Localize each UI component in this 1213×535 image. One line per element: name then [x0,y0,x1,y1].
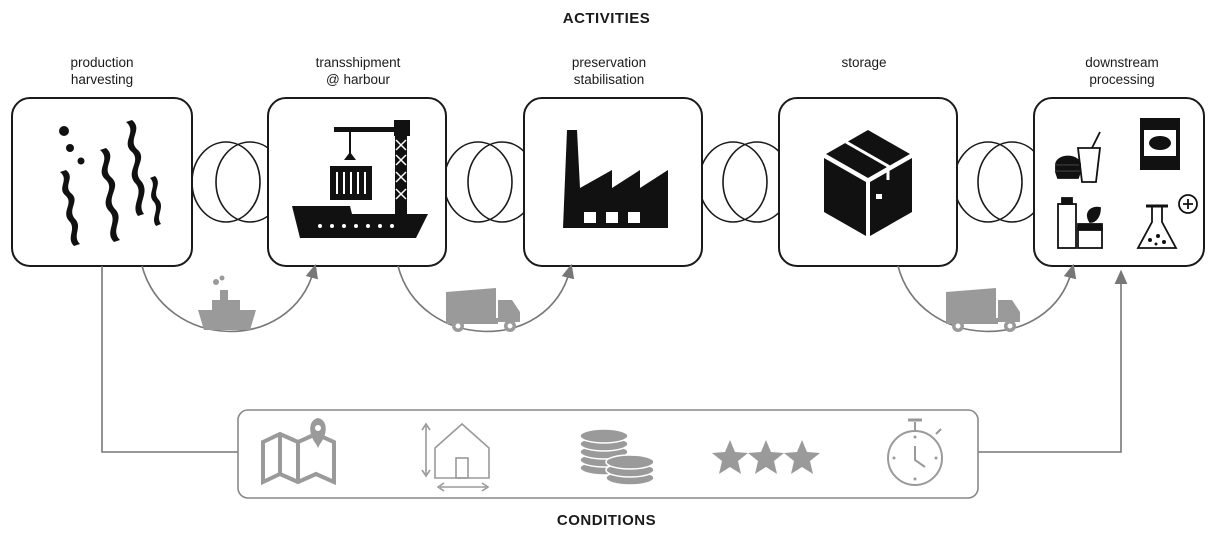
chain-link-3 [698,141,792,223]
crane-ship-icon [292,120,428,238]
box-icon [824,130,912,236]
activity-label-transshipment: transshipment@ harbour [315,55,401,87]
products-icon [1054,118,1198,249]
three-stars-icon [712,440,820,474]
transport-arc-2 [397,263,575,333]
activity-box-production [11,97,193,267]
transport-arc-1 [141,263,318,333]
factory-icon [563,130,668,228]
truck-icon [946,288,1020,332]
activity-label-storage: storage [841,55,887,70]
activity-box-preservation [523,97,703,267]
house-dimensions-icon [421,422,490,492]
pet-food-bag-icon [1140,118,1180,170]
lab-flask-icon [1136,194,1198,249]
activities-title: ACTIVITIES [562,10,651,27]
chain-link-4 [953,141,1047,223]
star-icon [784,440,820,474]
stopwatch-icon [887,418,943,486]
transport-arc-3 [897,263,1077,333]
cosmetics-icon [1057,197,1103,249]
connector-right [978,269,1128,453]
condition-connectors [101,266,1128,453]
truck-icon [446,288,520,332]
connector-left [101,266,238,453]
boat-icon [198,275,256,330]
coins-icon [579,428,655,486]
seaweed-icon [59,120,161,246]
activity-box-storage [778,97,958,267]
star-icon [712,440,748,474]
transport-arcs [141,263,1077,333]
star-icon [748,440,784,474]
conditions-title: CONDITIONS [556,512,657,529]
chain-link-2 [443,141,537,223]
map-pin-icon [261,418,336,486]
food-drink-icon [1054,131,1102,183]
